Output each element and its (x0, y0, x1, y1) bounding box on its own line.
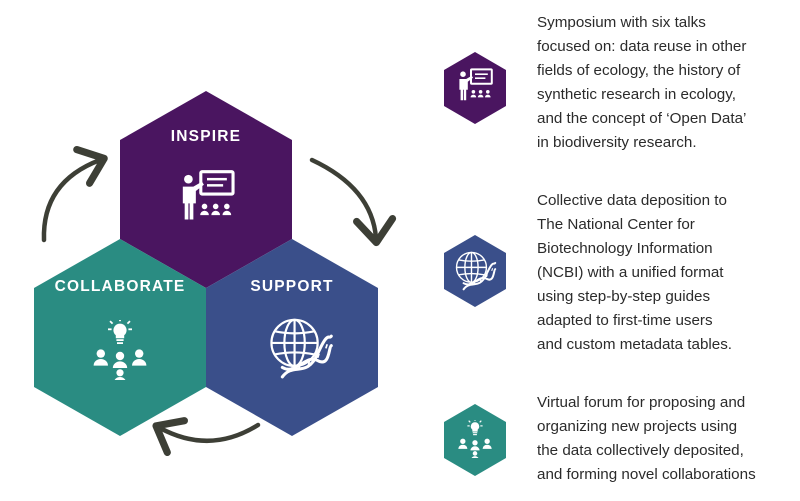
description-line: The National Center for (537, 216, 695, 233)
hexagon-inspire: INSPIRE (120, 91, 292, 288)
description-line: the data collectively deposited, (537, 442, 744, 459)
description-line: Biotechnology Information (537, 240, 713, 257)
description-line: and custom metadata tables. (537, 336, 733, 353)
description-line: synthetic research in ecology, (537, 86, 736, 103)
description-line: (NCBI) with a unified format (537, 264, 724, 281)
small-hexagon-inspire (444, 52, 506, 124)
hexagon-support: SUPPORT (206, 239, 378, 436)
description-inspire: Symposium with six talks focused on: data… (537, 11, 792, 155)
description-collaborate: Virtual forum for proposing and organizin… (537, 391, 792, 487)
hexagon-support-label: SUPPORT (250, 278, 333, 295)
description-line: fields of ecology, the history of (537, 62, 741, 79)
small-hexagon-collaborate (444, 404, 506, 476)
description-line: Virtual forum for proposing and (537, 394, 746, 411)
description-support: Collective data deposition to The Nationa… (537, 189, 792, 357)
hexagon-collaborate: COLLABORATE (34, 239, 206, 436)
description-line: Collective data deposition to (537, 192, 727, 209)
hexagon-collaborate-label: COLLABORATE (55, 278, 186, 295)
arrow-support-to-collaborate (152, 417, 261, 456)
description-line: and the concept of ‘Open Data’ (537, 110, 747, 127)
hexagon-inspire-label: INSPIRE (171, 128, 241, 145)
description-line: focused on: data reuse in other (537, 38, 747, 55)
arrow-collaborate-to-inspire (41, 145, 108, 243)
description-line: and forming novel collaborations (537, 466, 756, 483)
description-line: in biodiversity research. (537, 134, 697, 151)
arrow-inspire-to-support (309, 157, 397, 247)
description-line: Symposium with six talks (537, 14, 706, 31)
description-line: using step-by-step guides (537, 288, 711, 305)
description-line: adapted to first-time users (537, 312, 713, 329)
small-hexagon-support (444, 235, 506, 307)
description-line: organizing new projects using (537, 418, 738, 435)
